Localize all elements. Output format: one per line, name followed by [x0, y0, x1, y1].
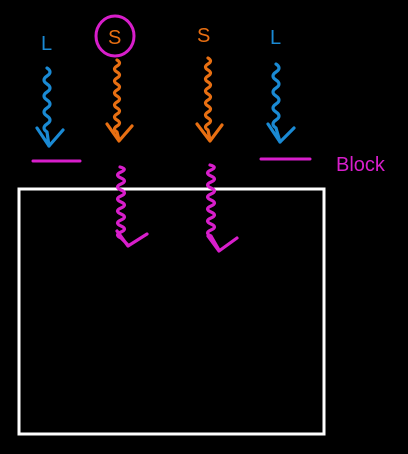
ray-label-s-left: S: [108, 27, 121, 49]
container-box: [17, 187, 326, 436]
ray-s-right: S: [195, 25, 224, 143]
ray-label-l-right: L: [270, 27, 281, 49]
arrowhead-magenta-right: [206, 234, 239, 253]
wavy-arrow-magenta-right: [205, 163, 221, 252]
ray-label-l-left: L: [41, 33, 52, 55]
arrowhead-orange-left: [105, 122, 134, 143]
highlight-circle: [94, 14, 136, 58]
transmitted-ray-left: [115, 165, 149, 248]
wavy-arrow-blue-left: [42, 66, 52, 148]
transmitted-ray-right: [205, 163, 239, 253]
ray-label-s-right: S: [197, 25, 210, 47]
wavy-arrow-orange-left: [112, 58, 122, 142]
arrowhead-blue-right: [266, 122, 296, 144]
ray-l-right: L: [266, 27, 296, 144]
arrowhead-magenta-left: [115, 229, 149, 248]
wavy-arrow-orange-right: [203, 56, 213, 142]
ray-l-left: L: [35, 33, 65, 148]
arrowhead-blue-left: [35, 126, 65, 148]
wavy-arrow-magenta-left: [115, 165, 130, 247]
arrowhead-orange-right: [195, 122, 224, 143]
block-label: Block: [336, 154, 386, 176]
ray-s-left: S: [94, 14, 136, 143]
wavy-arrow-blue-right: [271, 62, 282, 144]
